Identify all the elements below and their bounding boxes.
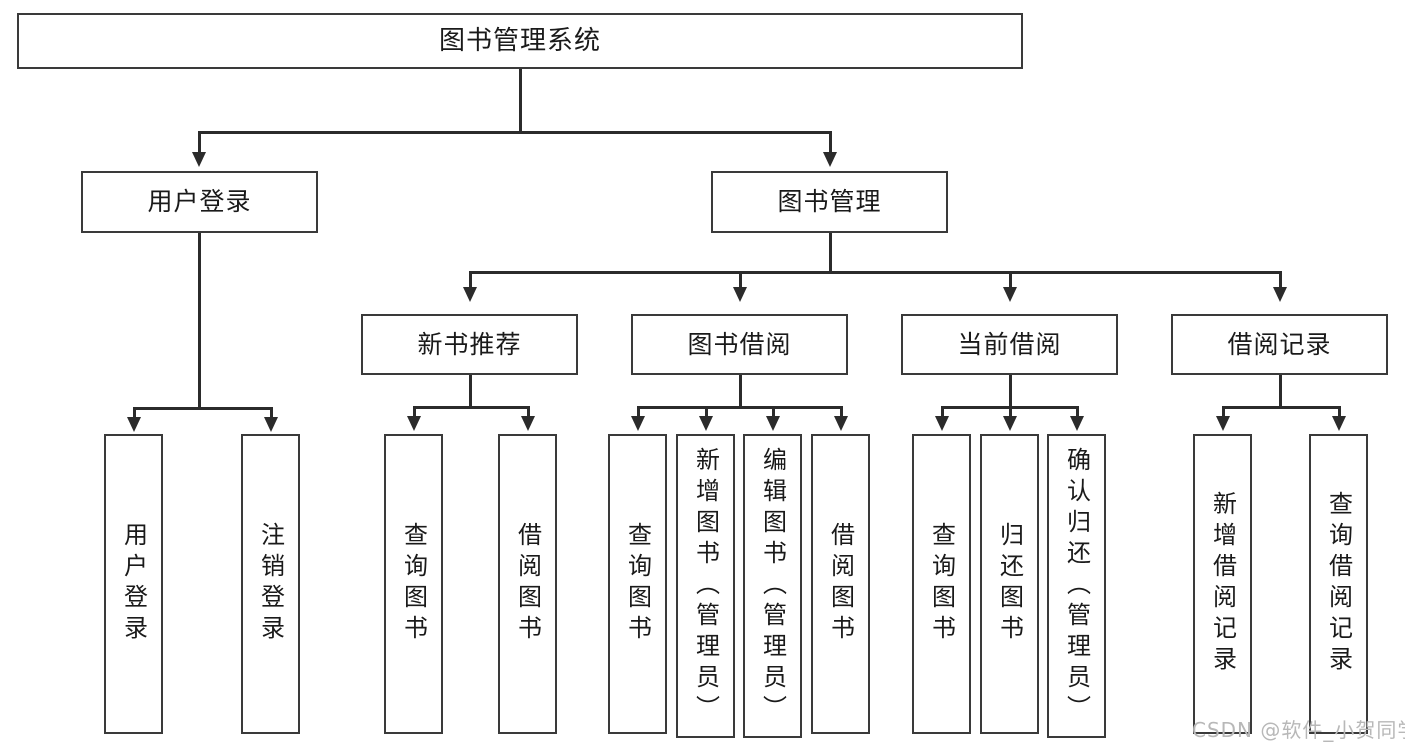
arrow-head-down-icon xyxy=(1216,416,1230,431)
leaf-return-book[interactable]: 归还图书 xyxy=(980,434,1039,734)
connector-root-to-user-login xyxy=(198,131,201,156)
leaf-query-book-borrow[interactable]: 查询图书 xyxy=(608,434,667,734)
arrow-head-down-icon xyxy=(766,416,780,431)
leaf-query-book-current[interactable]: 查询图书 xyxy=(912,434,971,734)
node-current-borrow[interactable]: 当前借阅 xyxy=(901,314,1118,375)
connector-new-book-rec-bus xyxy=(413,406,527,409)
node-user-login[interactable]: 用户登录 xyxy=(81,171,318,233)
connector-borrow-record-bus xyxy=(1222,406,1338,409)
node-label: 新书推荐 xyxy=(417,329,522,359)
connector-user-login-to-leaf-1 xyxy=(133,407,136,419)
node-label: 查询图书 xyxy=(623,522,652,646)
connector-new-book-rec-to-leaf-1 xyxy=(413,406,416,418)
node-label: 编辑图书（管理员） xyxy=(758,446,787,726)
connector-current-borrow-to-leaf-1 xyxy=(941,406,944,418)
node-label: 新增借阅记录 xyxy=(1208,491,1237,677)
leaf-borrow-book-borrow[interactable]: 借阅图书 xyxy=(811,434,870,734)
connector-root-to-book-manage xyxy=(829,131,832,156)
node-root-system[interactable]: 图书管理系统 xyxy=(17,13,1023,69)
connector-root-stem xyxy=(519,69,522,132)
arrow-head-down-icon xyxy=(521,416,535,431)
node-label: 图书借阅 xyxy=(687,329,792,359)
node-label: 借阅图书 xyxy=(513,522,542,646)
node-borrow-record[interactable]: 借阅记录 xyxy=(1171,314,1388,375)
connector-to-current-borrow xyxy=(1009,271,1012,289)
arrow-head-down-icon xyxy=(1003,416,1017,431)
arrow-head-down-icon xyxy=(127,417,141,432)
connector-borrow-record-stem xyxy=(1279,375,1282,407)
leaf-confirm-return-admin[interactable]: 确认归还（管理员） xyxy=(1047,434,1106,738)
node-label: 图书管理 xyxy=(777,187,882,217)
arrow-head-down-icon xyxy=(1070,416,1084,431)
arrow-head-down-icon xyxy=(699,416,713,431)
arrow-head-down-icon xyxy=(1003,287,1017,302)
arrow-head-down-icon xyxy=(264,417,278,432)
node-new-book-recommend[interactable]: 新书推荐 xyxy=(361,314,578,375)
node-label: 当前借阅 xyxy=(957,329,1062,359)
connector-current-borrow-to-leaf-3 xyxy=(1076,406,1079,418)
arrow-head-down-icon xyxy=(733,287,747,302)
connector-book-manage-stem xyxy=(829,233,832,272)
arrow-head-down-icon xyxy=(1332,416,1346,431)
node-book-borrow[interactable]: 图书借阅 xyxy=(631,314,848,375)
arrow-head-down-icon xyxy=(463,287,477,302)
arrow-head-down-icon xyxy=(823,152,837,167)
arrow-head-down-icon xyxy=(1273,287,1287,302)
leaf-logout[interactable]: 注销登录 xyxy=(241,434,300,734)
arrow-head-down-icon xyxy=(407,416,421,431)
connector-current-borrow-stem xyxy=(1009,375,1012,407)
connector-to-new-book-rec xyxy=(469,271,472,289)
leaf-borrow-book-rec[interactable]: 借阅图书 xyxy=(498,434,557,734)
connector-new-book-rec-stem xyxy=(469,375,472,407)
node-label: 查询借阅记录 xyxy=(1324,491,1353,677)
leaf-query-borrow-record[interactable]: 查询借阅记录 xyxy=(1309,434,1368,734)
node-book-manage[interactable]: 图书管理 xyxy=(711,171,948,233)
node-label: 新增图书（管理员） xyxy=(691,446,720,726)
arrow-head-down-icon xyxy=(631,416,645,431)
node-label: 确认归还（管理员） xyxy=(1062,446,1091,726)
connector-user-login-stem xyxy=(198,233,201,409)
leaf-add-book-admin[interactable]: 新增图书（管理员） xyxy=(676,434,735,738)
leaf-user-login[interactable]: 用户登录 xyxy=(104,434,163,734)
node-label: 注销登录 xyxy=(256,522,285,646)
node-label: 用户登录 xyxy=(119,522,148,646)
connector-borrow-record-to-leaf-2 xyxy=(1338,406,1341,418)
leaf-add-borrow-record[interactable]: 新增借阅记录 xyxy=(1193,434,1252,734)
arrow-head-down-icon xyxy=(935,416,949,431)
connector-to-book-borrow xyxy=(739,271,742,289)
node-label: 归还图书 xyxy=(995,522,1024,646)
leaf-edit-book-admin[interactable]: 编辑图书（管理员） xyxy=(743,434,802,738)
connector-borrow-record-to-leaf-1 xyxy=(1222,406,1225,418)
node-label: 图书管理系统 xyxy=(438,25,601,56)
node-label: 借阅记录 xyxy=(1227,329,1332,359)
arrow-head-down-icon xyxy=(834,416,848,431)
connector-user-login-to-leaf-2 xyxy=(270,407,273,419)
connector-book-borrow-to-leaf-4 xyxy=(840,406,843,418)
connector-book-manage-bus xyxy=(469,271,1281,274)
connector-book-borrow-to-leaf-3 xyxy=(772,406,775,418)
connector-book-borrow-to-leaf-2 xyxy=(705,406,708,418)
csdn-watermark: CSDN @软件_小贺同学 xyxy=(1192,718,1405,742)
node-label: 查询图书 xyxy=(927,522,956,646)
node-label: 用户登录 xyxy=(147,187,252,217)
connector-book-borrow-bus xyxy=(637,406,842,409)
arrow-head-down-icon xyxy=(192,152,206,167)
connector-book-borrow-to-leaf-1 xyxy=(637,406,640,418)
node-label: 查询图书 xyxy=(399,522,428,646)
connector-new-book-rec-to-leaf-2 xyxy=(527,406,530,418)
connector-root-bus xyxy=(198,131,832,134)
connector-to-borrow-record xyxy=(1279,271,1282,289)
connector-current-borrow-to-leaf-2 xyxy=(1009,406,1012,418)
connector-book-borrow-stem xyxy=(739,375,742,407)
node-label: 借阅图书 xyxy=(826,522,855,646)
leaf-query-book-rec[interactable]: 查询图书 xyxy=(384,434,443,734)
connector-user-login-bus xyxy=(133,407,270,410)
